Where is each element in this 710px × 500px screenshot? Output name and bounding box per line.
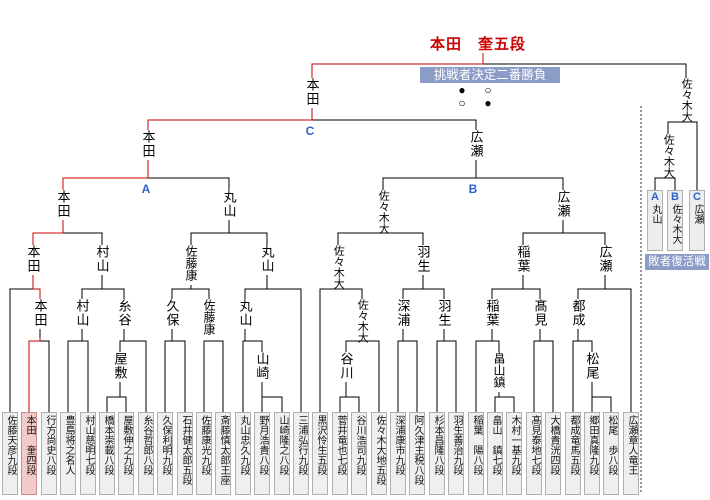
node-r16-2: 糸谷 (116, 299, 132, 327)
player-box: 久保利明九段 (157, 412, 173, 495)
node-r16-9: 稲葉 (484, 299, 500, 327)
revival-box-letter: B (671, 191, 679, 203)
player-box-winner: 本田 奎四段 (21, 412, 37, 495)
player-box: 深浦康市九段 (390, 412, 406, 495)
node-qf-5: 羽生 (415, 245, 431, 273)
player-box: 谷川浩司九段 (351, 412, 367, 495)
revival-box-name: 佐々木大 (670, 204, 681, 244)
player-box: 髙見泰地七段 (526, 412, 542, 495)
player-box: 佐々木大地五段 (371, 412, 387, 495)
game-result-dot: ○ (458, 96, 466, 110)
player-box: 糸谷哲郎八段 (138, 412, 154, 495)
playoff-title-badge: 挑戦者決定二番勝負 (420, 67, 560, 83)
revival-box-b: B 佐々木大 (667, 190, 683, 251)
node-r16-3: 久保 (164, 299, 180, 327)
node-r16-6: 佐々木大 (356, 299, 369, 343)
node-sf-a-right: 丸山 (221, 190, 237, 218)
node-r16-5: 丸山 (237, 299, 253, 327)
node-qf-7: 広瀬 (597, 245, 613, 273)
node-sf-a-left: 本田 (55, 190, 71, 218)
node-r32-4: 松尾 (584, 352, 600, 380)
node-r16-7: 深浦 (395, 299, 411, 327)
player-box: 杉本昌隆八段 (429, 412, 445, 495)
player-box: 村山慈明七段 (80, 412, 96, 495)
node-r16-10: 髙見 (532, 299, 548, 327)
node-r16-11: 都成 (570, 299, 586, 327)
node-final-right: 佐々木大 (680, 78, 693, 122)
player-box: 三浦弘行九段 (293, 412, 309, 495)
game-result-dot: ● (458, 83, 466, 97)
match-label-b: B (468, 182, 478, 196)
player-box: 豊島将之名人 (60, 412, 76, 495)
player-box: 佐藤康光九段 (196, 412, 212, 495)
node-c-left: 本田 (140, 130, 156, 158)
node-r32-3: 畠山鎮 (492, 352, 506, 388)
player-box: 斎藤慎太郎王座 (215, 412, 231, 495)
node-r32-1: 山崎 (254, 352, 270, 380)
node-sf-b-left: 佐々木大 (377, 190, 390, 234)
player-box: 都成竜馬五段 (565, 412, 581, 495)
node-qf-3: 丸山 (259, 245, 275, 273)
revival-title-badge: 敗者復活戦 (645, 254, 709, 270)
winner-path-red (28, 53, 484, 412)
bracket-lines-r16 (9, 275, 632, 412)
revival-box-a: A 丸山 (647, 190, 663, 251)
player-box: 阿久津主税八段 (409, 412, 425, 495)
player-box: 稲葉 陽八段 (468, 412, 484, 495)
node-qf-0: 本田 (25, 245, 41, 273)
bracket-lines-revival (654, 121, 698, 190)
player-box: 菅井竜也七段 (332, 412, 348, 495)
node-final-left: 本田 (304, 78, 320, 106)
node-sf-b-right: 広瀬 (555, 190, 571, 218)
player-box: 畠山 鎮七段 (487, 412, 503, 495)
node-qf-6: 稲葉 (515, 245, 531, 273)
game-result-dot: ● (484, 96, 492, 110)
player-box: 山崎隆之八段 (274, 412, 290, 495)
revival-box-name: 丸山 (650, 204, 661, 224)
node-r32-0: 屋敷 (112, 352, 128, 380)
player-box: 石井健太郎五段 (177, 412, 193, 495)
node-r32-2: 谷川 (338, 352, 354, 380)
node-r16-0: 本田 (32, 299, 48, 327)
player-box: 松尾 歩八段 (603, 412, 619, 495)
player-box: 野月浩貴八段 (254, 412, 270, 495)
revival-box-letter: A (651, 191, 659, 203)
match-label-c: C (305, 124, 315, 138)
node-r16-1: 村山 (74, 299, 90, 327)
node-qf-4: 佐々木大 (332, 245, 345, 289)
revival-semifinal-winner: 佐々木大 (662, 134, 675, 178)
player-box: 丸山忠久九段 (235, 412, 251, 495)
player-box: 行方尚史八段 (41, 412, 57, 495)
player-box: 佐藤天彦九段 (2, 412, 18, 495)
player-box: 木村一基九段 (506, 412, 522, 495)
player-box: 大橋貴洸四段 (545, 412, 561, 495)
revival-box-name: 広瀬 (692, 204, 703, 224)
player-box: 橋本崇載八段 (99, 412, 115, 495)
player-box: 郷田真隆九段 (584, 412, 600, 495)
bracket-lines-upper (32, 63, 687, 245)
player-box: 黒沢怜生五段 (312, 412, 328, 495)
player-box: 羽生善治九段 (448, 412, 464, 495)
game-result-dot: ○ (484, 83, 492, 97)
player-box: 広瀬章人竜王 (623, 412, 639, 495)
revival-box-letter: C (693, 191, 701, 203)
match-label-a: A (141, 182, 151, 196)
node-r16-4: 佐藤康 (202, 299, 216, 335)
revival-box-c: C 広瀬 (689, 190, 705, 251)
node-qf-1: 村山 (94, 245, 110, 273)
node-c-right: 広瀬 (468, 130, 484, 158)
player-box: 屋敷伸之九段 (118, 412, 134, 495)
node-qf-2: 佐藤康 (184, 245, 198, 281)
champion-name: 本田 奎五段 (430, 36, 527, 53)
node-r16-8: 羽生 (436, 299, 452, 327)
